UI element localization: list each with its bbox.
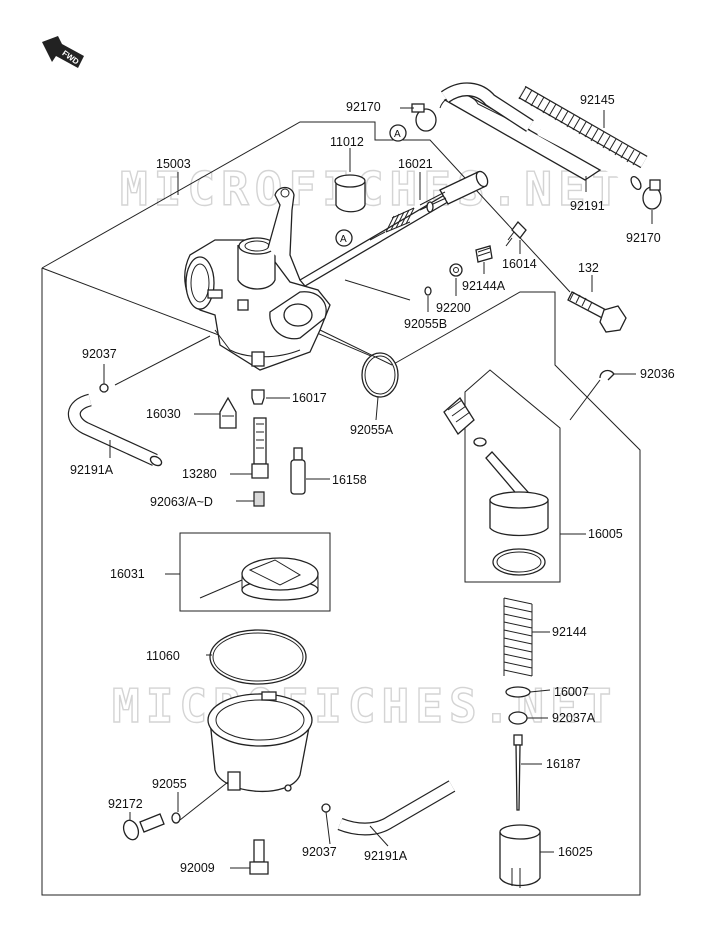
- float-bowl: [207, 691, 313, 792]
- screw-92009: [249, 839, 269, 875]
- cap-11012: [334, 174, 366, 213]
- label-11060: 11060: [146, 649, 180, 663]
- label-16025: 16025: [558, 845, 593, 859]
- label-16017: 16017: [292, 391, 327, 405]
- label-92037-bottom: 92037: [302, 845, 337, 859]
- float-box-16031: [179, 532, 331, 612]
- label-92036: 92036: [640, 367, 675, 381]
- fwd-arrow-icon: FWD: [42, 36, 84, 68]
- label-92191: 92191: [570, 199, 605, 213]
- label-92170-right: 92170: [626, 231, 661, 245]
- throttle-valve-16025: [499, 824, 541, 888]
- spring-92144A: [475, 245, 493, 263]
- label-16007: 16007: [554, 685, 589, 699]
- watermark-bottom: MICROFICHES.NET: [112, 679, 617, 733]
- label-92191A-bottom: 92191A: [364, 849, 408, 863]
- hose-92191: [439, 82, 642, 191]
- label-16030: 16030: [146, 407, 181, 421]
- label-92191A-left: 92191A: [70, 463, 114, 477]
- float-16031: [199, 557, 319, 601]
- label-92037A: 92037A: [552, 711, 596, 725]
- label-92200: 92200: [436, 301, 471, 315]
- oring-92055B: [424, 286, 432, 296]
- label-92172: 92172: [108, 797, 143, 811]
- spring-16021: [385, 207, 415, 233]
- label-92037-left: 92037: [82, 347, 117, 361]
- part-labels: 92170 92145 15003 11012 16021 92191 9217…: [70, 93, 675, 875]
- watermark-top: MICROFICHES.NET: [120, 162, 625, 216]
- clamp-92170-right: [642, 179, 662, 210]
- gasket-11060: [209, 629, 307, 685]
- assembly-outline-top: [41, 121, 571, 293]
- clip-92037-left: [99, 383, 109, 393]
- label-11012: 11012: [330, 135, 364, 149]
- jet-16017: [251, 389, 265, 405]
- label-16014: 16014: [502, 257, 537, 271]
- screw-16014: [505, 221, 527, 247]
- label-92170-top: 92170: [346, 100, 381, 114]
- svg-text:A: A: [340, 234, 347, 245]
- label-92144: 92144: [552, 625, 587, 639]
- washer-92200: [449, 263, 463, 277]
- clip-92037A: [508, 711, 528, 725]
- seat-16007: [505, 686, 531, 698]
- drain-screw-92172: [122, 813, 165, 841]
- leader-lines: [103, 107, 653, 869]
- label-16031: 16031: [110, 567, 145, 581]
- clip-92037-bottom: [321, 803, 331, 813]
- label-16187: 16187: [546, 757, 581, 771]
- svg-text:A: A: [394, 129, 401, 140]
- hose-92191A-left: [67, 393, 163, 467]
- label-16005: 16005: [588, 527, 623, 541]
- clip-92036: [599, 369, 615, 381]
- clamp-92170-top: A: [389, 103, 437, 142]
- jet-needle-16187: [513, 734, 523, 811]
- label-16158: 16158: [332, 473, 367, 487]
- jet-16030: [219, 396, 237, 429]
- spring-92144: [503, 597, 533, 677]
- label-13280: 13280: [182, 467, 217, 481]
- label-132: 132: [578, 261, 599, 275]
- label-92144A: 92144A: [462, 279, 506, 293]
- label-92009: 92009: [180, 861, 215, 875]
- label-92055: 92055: [152, 777, 187, 791]
- bolt-132: [567, 291, 627, 333]
- jet-holder-13280: [251, 417, 269, 479]
- label-92063: 92063/A~D: [150, 495, 213, 509]
- hose-92191A-bottom: [337, 780, 456, 836]
- pilot-screw-16021: [369, 170, 489, 241]
- label-92055A: 92055A: [350, 423, 394, 437]
- label-15003: 15003: [156, 157, 191, 171]
- fuel-valve-16005: [443, 397, 549, 576]
- oring-92055: [171, 812, 181, 824]
- main-jet-92063: [253, 491, 265, 507]
- label-92145: 92145: [580, 93, 615, 107]
- label-92055B: 92055B: [404, 317, 447, 331]
- pilot-jet-16158: [290, 447, 306, 495]
- label-16021: 16021: [398, 157, 433, 171]
- spring-92145: [518, 85, 648, 169]
